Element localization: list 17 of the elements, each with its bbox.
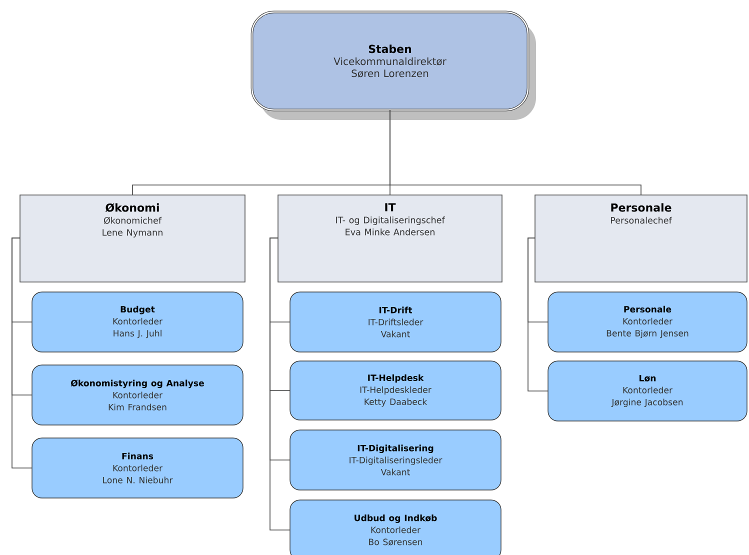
office-box: IT-Drift IT-Driftsleder Vakant <box>290 292 502 352</box>
office-box: IT-Helpdesk IT-Helpdeskleder Ketty Daabeck <box>290 360 502 420</box>
office-box: Løn Kontorleder Jørgine Jacobsen <box>548 360 748 422</box>
office-box: Budget Kontorleder Hans J. Juhl <box>32 292 244 352</box>
connector-line <box>12 238 32 468</box>
office-box: Økonomistyring og Analyse Kontorleder Kim Frandsen <box>32 364 244 426</box>
office-box: Personale Kontorleder Bente Bjørn Jensen <box>548 292 748 352</box>
department-box: IT IT- og Digitaliseringschef Eva Minke Andersen <box>278 194 502 282</box>
connector-line <box>528 238 548 392</box>
office-box: Udbud og Indkøb Kontorleder Bo Sørensen <box>290 500 502 555</box>
connector-line <box>390 110 642 196</box>
department-box: Personale Personalechef <box>534 194 748 282</box>
office-box: IT-Digitalisering IT-Digitaliseringsleder Vakant <box>290 430 502 490</box>
connector-line <box>270 238 290 530</box>
office-box: Finans Kontorleder Lone N. Niebuhr <box>32 438 244 498</box>
department-box: Økonomi Økonomichef Lene Nymann <box>20 194 246 282</box>
director-box: Staben Vicekommunaldirektør Søren Lorenzen <box>250 10 536 120</box>
